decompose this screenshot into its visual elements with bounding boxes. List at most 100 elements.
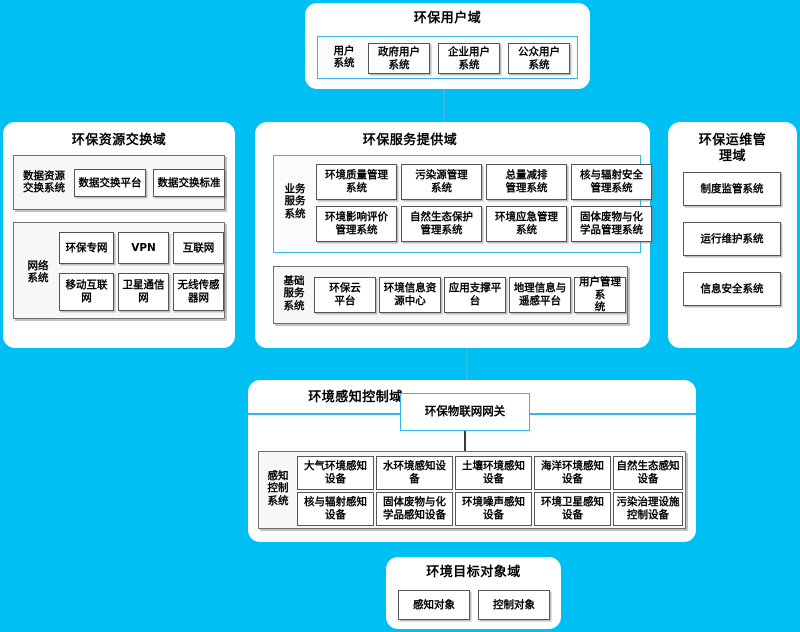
node-label-line2: 器网: [188, 292, 209, 304]
connector-service-to-perception: [466, 346, 468, 388]
node-label-line1: 应用支撑平: [448, 282, 502, 295]
node-user-management-system[interactable]: 用户管理系统: [574, 276, 626, 313]
node-label-line2: 平台: [334, 295, 356, 307]
node-label-line2: 系统: [528, 58, 550, 71]
node-label-line1: 环境卫星感知: [541, 496, 604, 509]
node-total-emission-reduction-system[interactable]: 总量减排管理系统: [486, 164, 567, 200]
node-env-emergency-management-system[interactable]: 环境应急管理系统: [486, 206, 567, 242]
node-operation-maintenance-system[interactable]: 运行维护系统: [683, 222, 781, 256]
node-system-supervision-system[interactable]: 制度监管系统: [683, 172, 781, 206]
node-label: 信息安全系统: [700, 282, 764, 295]
node-label-line2: 设备: [562, 473, 583, 485]
domain-ops-title-line2: 理域: [718, 149, 746, 165]
sensing-control-group: 感知 控制 系统 大气环境感知设备 水环境感知设备 土壤环境感知设备 海洋环境感…: [258, 451, 686, 529]
domain-ops-title: 环保运维管 理域: [668, 133, 797, 166]
connector-gateway-to-sensing: [464, 431, 466, 451]
node-label-line2: 设备: [562, 509, 583, 521]
node-mobile-internet[interactable]: 移动互联网: [59, 273, 114, 311]
node-solid-waste-chemicals-system[interactable]: 固体废物与化学品管理系统: [571, 206, 652, 242]
node-label-line2: 控制设备: [627, 509, 669, 521]
basic-service-group-label: 基础 服务 系统: [278, 275, 310, 312]
data-exchange-group-label: 数据资源 交换系统: [18, 170, 70, 195]
node-natural-ecology-protection-system[interactable]: 自然生态保护管理系统: [401, 206, 482, 242]
node-information-security-system[interactable]: 信息安全系统: [683, 272, 781, 306]
node-sensing-object[interactable]: 感知对象: [398, 590, 470, 620]
node-application-support-platform[interactable]: 应用支撑平台: [444, 277, 506, 313]
node-satellite-communication-network[interactable]: 卫星通信网: [118, 273, 169, 311]
node-air-env-sensing-device[interactable]: 大气环境感知设备: [297, 456, 374, 490]
node-iot-gateway[interactable]: 环保物联网网关: [400, 393, 530, 431]
node-label: 控制对象: [493, 598, 535, 611]
node-label-line2: 管理系统: [505, 182, 548, 194]
node-env-private-network[interactable]: 环保专网: [59, 232, 114, 264]
node-label-line1: 卫星通信: [122, 279, 165, 292]
basic-service-group: 基础 服务 系统 环保云平台 环境信息资源中心 应用支撑平台 地理信息与遥感平台…: [273, 266, 628, 324]
node-label-line1: 用户管理系: [579, 276, 621, 301]
node-env-info-resource-center[interactable]: 环境信息资源中心: [379, 277, 441, 313]
node-control-object[interactable]: 控制对象: [478, 590, 550, 620]
node-soil-env-sensing-device[interactable]: 土壤环境感知设备: [455, 456, 532, 490]
node-enterprise-user-system[interactable]: 企业用户系统: [438, 43, 500, 74]
node-label-line2: 设备: [483, 473, 504, 485]
node-pollution-control-facility-device[interactable]: 污染治理设施控制设备: [613, 492, 683, 526]
node-label-line1: 总量减排: [505, 169, 548, 182]
node-label-line1: 环境信息资: [383, 282, 437, 295]
node-label: 互联网: [182, 241, 215, 254]
group-label-line2: 服务: [283, 287, 305, 300]
node-label-line2: 系统: [516, 224, 537, 236]
connector-user-to-service: [443, 88, 445, 128]
node-water-env-sensing-device[interactable]: 水环境感知设备: [376, 456, 453, 490]
node-label-line1: 固体废物与化: [580, 211, 643, 224]
node-label-line1: 政府用户: [378, 45, 420, 58]
node-label-line2: 源中心: [394, 295, 426, 307]
node-env-impact-assessment-system[interactable]: 环境影响评价管理系统: [316, 206, 397, 242]
node-label-line1: 环境噪声感知: [462, 496, 525, 509]
group-label-line1: 感知: [267, 470, 289, 482]
node-env-noise-sensing-device[interactable]: 环境噪声感知设备: [455, 492, 532, 526]
node-env-satellite-sensing-device[interactable]: 环境卫星感知设备: [534, 492, 611, 526]
node-label-line2: 学品管理系统: [580, 224, 643, 236]
node-label-line1: 环境质量管理: [325, 169, 388, 182]
node-internet[interactable]: 互联网: [173, 232, 224, 264]
node-public-user-system[interactable]: 公众用户系统: [508, 43, 570, 74]
group-label-line3: 系统: [284, 207, 306, 220]
node-label: 环保物联网网关: [424, 404, 506, 419]
node-label-line1: 企业用户: [448, 45, 490, 58]
node-pollution-source-management-system[interactable]: 污染源管理系统: [401, 164, 482, 200]
domain-ops-title-line1: 环保运维管: [698, 133, 767, 148]
node-government-user-system[interactable]: 政府用户系统: [368, 43, 430, 74]
node-nuclear-radiation-sensing-device[interactable]: 核与辐射感知设备: [297, 492, 374, 526]
node-data-exchange-platform[interactable]: 数据交换平台: [74, 169, 146, 197]
group-label-line2: 交换系统: [23, 182, 65, 195]
domain-resource-title: 环保资源交换域: [71, 133, 167, 148]
node-env-cloud-platform[interactable]: 环保云平台: [314, 277, 376, 313]
node-label-line2: 网: [138, 292, 149, 304]
data-exchange-group: 数据资源 交换系统 数据交换平台 数据交换标准: [13, 155, 225, 210]
user-system-group: 用户 系统 政府用户系统 企业用户系统 公众用户系统: [317, 36, 578, 79]
node-vpn[interactable]: VPN: [118, 232, 169, 264]
node-label-line1: 海洋环境感知: [541, 460, 604, 473]
node-marine-env-sensing-device[interactable]: 海洋环境感知设备: [534, 456, 611, 490]
gateway-bus-line-right: [530, 413, 696, 415]
node-label-line1: 大气环境感知: [304, 460, 367, 473]
node-nuclear-radiation-safety-system[interactable]: 核与辐射安全管理系统: [571, 164, 652, 200]
domain-service-provision: 环保服务提供域 业务 服务 系统 环境质量管理系统 污染源管理系统 总量减排管理…: [255, 122, 652, 348]
node-natural-ecology-sensing-device[interactable]: 自然生态感知设备: [613, 456, 683, 490]
group-label-line3: 系统: [283, 299, 305, 312]
group-label-line2: 服务: [284, 195, 306, 208]
domain-perception-control: 环境感知控制域 环保物联网网关 感知 控制 系统 大气环境感知设备 水环境感知设…: [248, 380, 696, 542]
node-label-line2: 遥感平台: [519, 295, 561, 307]
node-solid-waste-chemicals-sensing-device[interactable]: 固体废物与化学品感知设备: [376, 492, 453, 526]
group-label-line1: 基础: [283, 275, 305, 287]
node-label-line2: 管理系统: [590, 182, 633, 194]
node-label-line2: 设备: [637, 473, 659, 485]
node-wireless-sensor-network[interactable]: 无线传感器网: [173, 273, 224, 311]
node-env-quality-management-system[interactable]: 环境质量管理系统: [316, 164, 397, 200]
group-label-line1: 业务: [284, 183, 306, 195]
node-gis-remote-sensing-platform[interactable]: 地理信息与遥感平台: [509, 277, 571, 313]
group-label-line3: 系统: [267, 494, 289, 507]
node-data-exchange-standard[interactable]: 数据交换标准: [153, 169, 225, 197]
node-label-line2: 设备: [483, 509, 504, 521]
node-label-line2: 系统: [388, 58, 410, 71]
